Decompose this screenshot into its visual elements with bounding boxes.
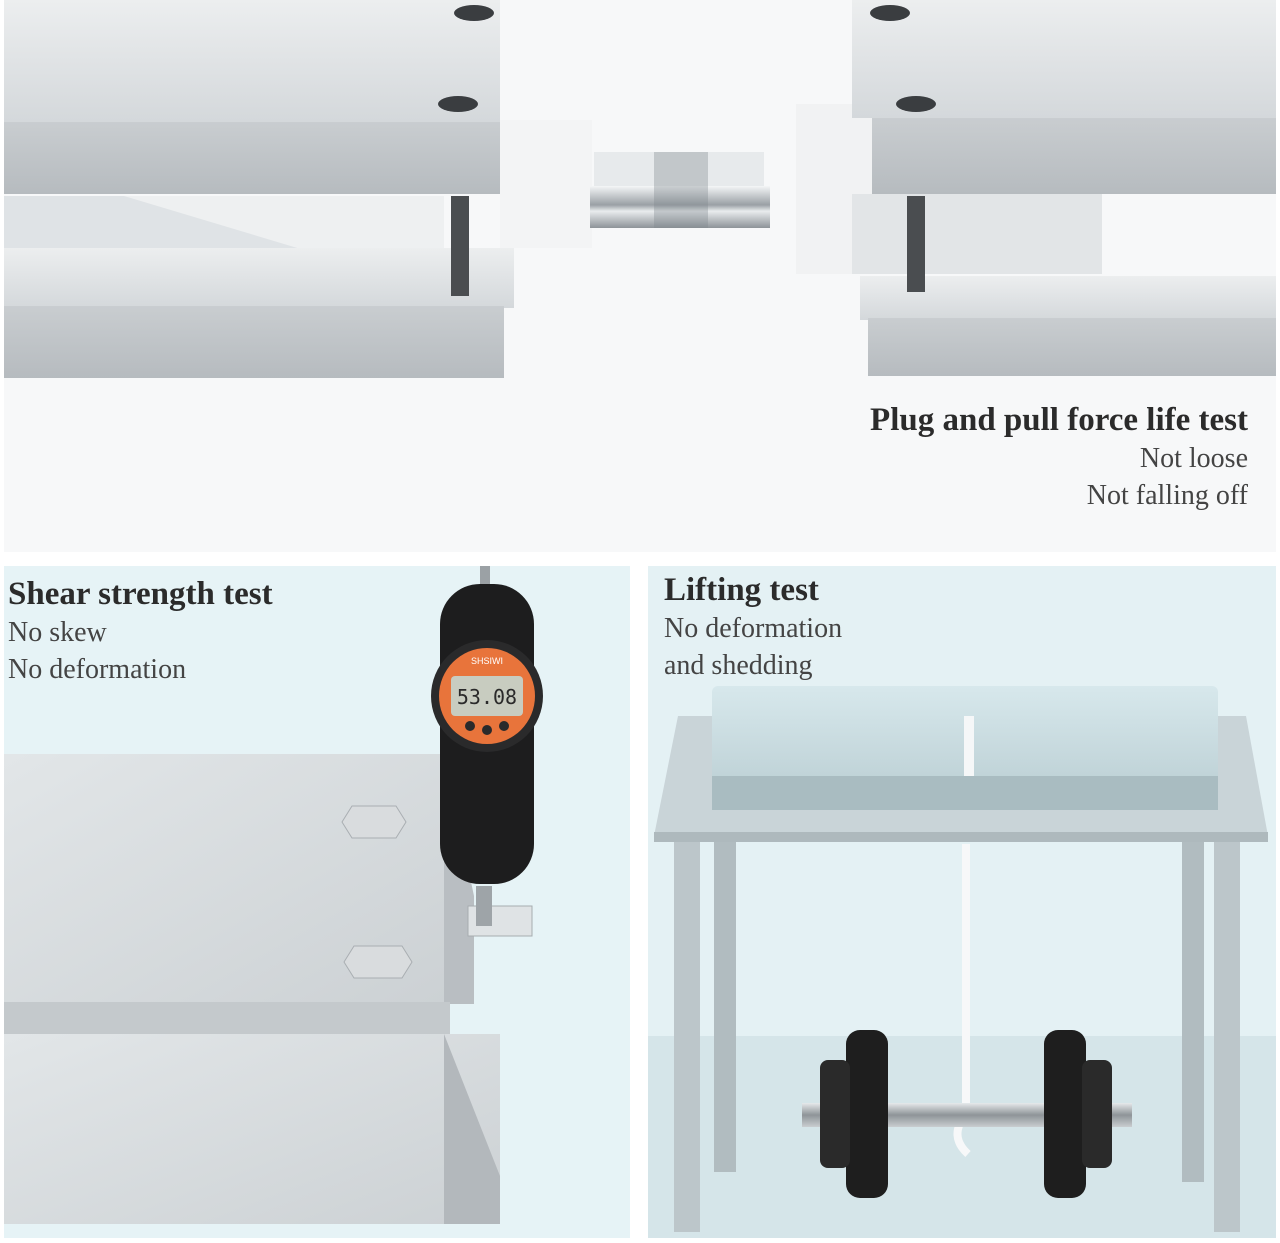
plug-pull-test-panel (4, 0, 1276, 552)
plug-pull-caption: Plug and pull force life test Not loose … (870, 400, 1248, 514)
dumbbell-icon (802, 1030, 1132, 1198)
usb-plug (590, 186, 770, 228)
screw-icon (438, 96, 478, 112)
screw-icon (896, 96, 936, 112)
lifting-test-title: Lifting test (664, 572, 819, 608)
plug-pull-line-1: Not loose (1139, 443, 1248, 474)
shear-test-illustration: 53.08 SHSIWI (4, 566, 543, 1224)
table-leg (674, 842, 700, 1232)
shear-test-line-2: No deformation (8, 654, 187, 685)
shear-test-panel: 53.08 SHSIWI (4, 566, 630, 1238)
gauge-brand: SHSIWI (471, 656, 503, 666)
table-leg (714, 842, 736, 1172)
connector-housing (500, 120, 592, 248)
plug-pull-test-illustration (4, 0, 1276, 378)
lifting-test-illustration (648, 686, 1276, 1238)
lifting-test-caption: Lifting test No deformation and shedding (664, 570, 842, 684)
screw-icon (454, 5, 494, 21)
table-leg (1214, 842, 1240, 1232)
hex-nut-icon (341, 805, 407, 839)
shear-test-line-1: No skew (8, 617, 107, 648)
gauge-reading: 53.08 (457, 685, 517, 709)
plug-pull-title: Plug and pull force life test (870, 402, 1248, 438)
hex-nut-icon (343, 945, 413, 979)
force-gauge: 53.08 SHSIWI (431, 566, 543, 884)
shear-test-caption: Shear strength test No skew No deformati… (8, 574, 273, 688)
lower-plate (4, 1034, 500, 1224)
usb-cable (964, 716, 974, 776)
table-leg (1182, 842, 1204, 1182)
lifting-test-line-2: and shedding (664, 650, 813, 681)
lifting-test-panel (648, 566, 1276, 1238)
lifting-test-line-1: No deformation (664, 613, 843, 644)
screw-icon (870, 5, 910, 21)
left-fixture (4, 0, 514, 378)
plug-pull-line-2: Not falling off (1086, 480, 1248, 511)
shear-test-title: Shear strength test (8, 576, 273, 612)
right-fixture (796, 0, 1276, 376)
